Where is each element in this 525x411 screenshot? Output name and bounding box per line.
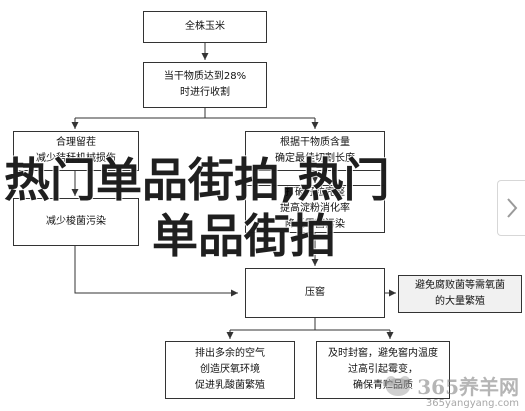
node-text: 降低霉菌污染: [285, 219, 345, 230]
node-text: 确定最佳切割长度: [275, 153, 355, 164]
node-text: 打破籽粒完整: [285, 187, 345, 198]
arrow-left2-to-press: [74, 246, 238, 297]
chevron-right-icon: [506, 198, 517, 218]
node-text: 的大量繁殖: [435, 296, 485, 307]
node-text: 压窖: [305, 287, 325, 298]
node-harvest-timing: 当干物质达到28% 时进行收割: [143, 62, 267, 108]
node-kernel-processing: 打破籽粒完整 提高淀粉消化率 降低霉菌污染: [245, 185, 385, 233]
node-text: 避免腐败菌等需氧菌: [415, 280, 505, 291]
fork-press-to-bottom: [230, 318, 390, 331]
node-text: 确保青贮品质: [353, 380, 413, 391]
node-text: 全株玉米: [185, 21, 225, 32]
fork-dry-to-branches: [75, 108, 315, 119]
node-text: 提高淀粉消化率: [280, 203, 350, 214]
node-aerobic-bacteria: 避免腐败菌等需氧菌 的大量繁殖: [398, 275, 522, 313]
node-cut-length: 根据干物质含量 确定最佳切割长度: [245, 131, 385, 171]
node-text: 时进行收割: [180, 87, 230, 98]
node-whole-corn: 全株玉米: [143, 11, 267, 43]
node-text: 排出多余的空气: [195, 348, 265, 359]
node-text: 及时封窖，避免窖内温度: [328, 348, 438, 359]
next-slide-button[interactable]: [497, 180, 525, 236]
node-text: 促进乳酸菌繁殖: [195, 380, 265, 391]
node-text: 合理留茬: [56, 137, 96, 148]
node-stubble: 合理留茬 减少秸秆机械损伤: [13, 131, 139, 171]
node-text: 过高引起霉变，: [348, 364, 418, 375]
node-compaction: 压窖: [245, 268, 385, 318]
node-text: 根据干物质含量: [280, 137, 350, 148]
node-seal-silo: 及时封窖，避免窖内温度 过高引起霉变， 确保青贮品质: [316, 341, 450, 399]
node-text: 当干物质达到28%: [163, 71, 247, 82]
node-text: 减少梭菌污染: [46, 216, 106, 227]
node-expel-air: 排出多余的空气 创造厌氧环境 促进乳酸菌繁殖: [165, 341, 295, 399]
node-text: 创造厌氧环境: [200, 364, 260, 375]
node-reduce-clostridium: 减少梭菌污染: [13, 198, 139, 246]
node-text: 减少秸秆机械损伤: [36, 153, 116, 164]
